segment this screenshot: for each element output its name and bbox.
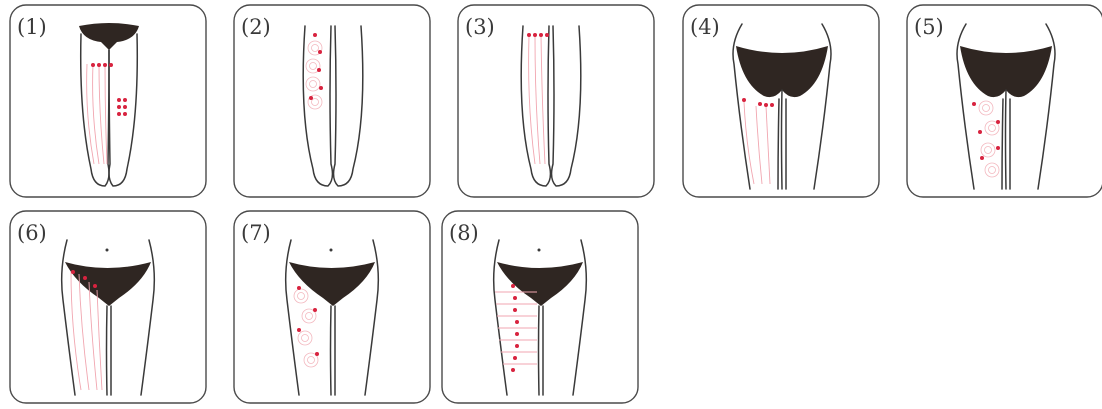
panel-label: (1) — [17, 15, 47, 39]
panel-label: (7) — [241, 221, 271, 245]
panel-5-figure: (5) — [906, 4, 1102, 198]
panel-6-figure: (6) — [9, 210, 207, 404]
panel-8-figure: (8) — [441, 210, 639, 404]
diagram-panel-6: (6) — [9, 210, 207, 404]
panel-label: (5) — [914, 15, 944, 39]
diagram-panel-4: (4) — [682, 4, 880, 198]
panel-3-figure: (3) — [457, 4, 655, 198]
diagram-panel-1: (1) — [9, 4, 207, 198]
panel-7-figure: (7) — [233, 210, 431, 404]
panel-4-figure: (4) — [682, 4, 880, 198]
navel — [106, 249, 109, 252]
panel-label: (3) — [465, 15, 495, 39]
diagram-panel-3: (3) — [457, 4, 655, 198]
diagram-panel-5: (5) — [906, 4, 1102, 198]
diagram-panel-2: (2) — [233, 4, 431, 198]
panel-label: (2) — [241, 15, 271, 39]
panel-2-figure: (2) — [233, 4, 431, 198]
panel-1-figure: (1) — [9, 4, 207, 198]
diagram-panel-8: (8) — [441, 210, 639, 404]
panel-label: (6) — [17, 221, 47, 245]
navel — [330, 249, 333, 252]
navel — [538, 249, 541, 252]
diagram-panel-7: (7) — [233, 210, 431, 404]
panel-label: (8) — [449, 221, 479, 245]
panel-label: (4) — [690, 15, 720, 39]
